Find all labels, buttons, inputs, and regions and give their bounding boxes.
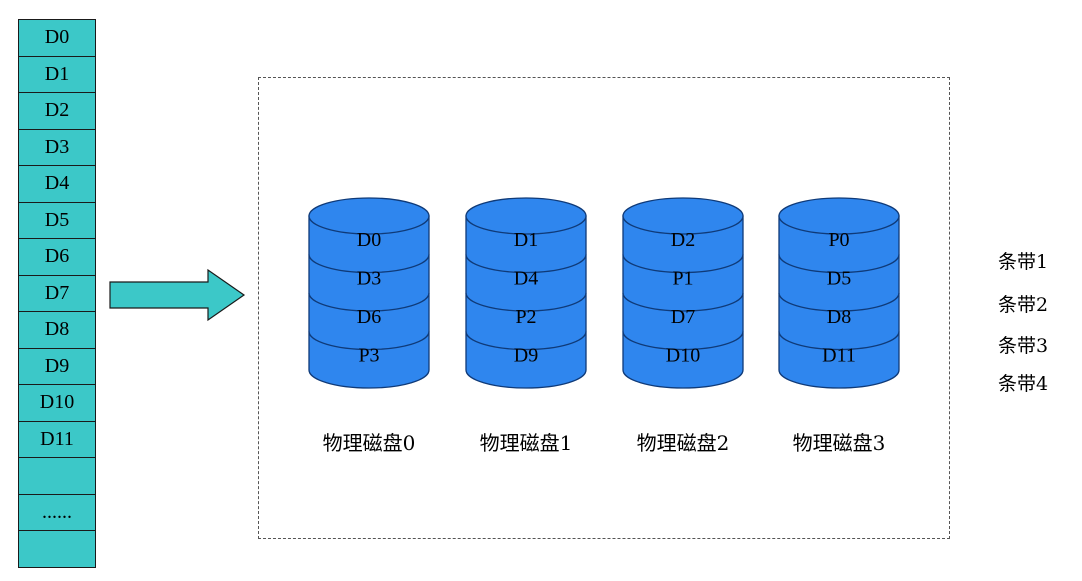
disk-segment-label: D10 bbox=[666, 344, 700, 366]
disk-segment-divider bbox=[622, 254, 744, 274]
disk-segment-label: D2 bbox=[671, 229, 695, 251]
disk-segment-divider bbox=[622, 331, 744, 351]
disk-label: 物理磁盘2 bbox=[636, 431, 730, 455]
logical-block: D8 bbox=[18, 311, 96, 349]
stripe-label: 条带3 bbox=[998, 335, 1049, 357]
logical-block bbox=[18, 457, 96, 495]
logical-block: D4 bbox=[18, 165, 96, 203]
disk-segment-label: D4 bbox=[514, 267, 538, 289]
disk-segment-divider bbox=[465, 254, 587, 274]
disk-segment-divider bbox=[778, 254, 900, 274]
disk-top bbox=[622, 197, 744, 235]
logical-block: D0 bbox=[18, 19, 96, 57]
stripe-label: 条带2 bbox=[998, 294, 1049, 316]
logical-block: D7 bbox=[18, 274, 96, 312]
disk-segment-label: D11 bbox=[822, 344, 856, 366]
disk-segment-label: P3 bbox=[358, 344, 379, 366]
logical-block bbox=[18, 530, 96, 568]
disk-top bbox=[465, 197, 587, 235]
disk-label: 物理磁盘3 bbox=[792, 431, 886, 455]
logical-block: D5 bbox=[18, 201, 96, 239]
logical-block: D10 bbox=[18, 384, 96, 422]
disk-top bbox=[308, 197, 430, 235]
disk-segment-label: P2 bbox=[515, 306, 536, 328]
disk-segment-label: D9 bbox=[514, 344, 538, 366]
logical-block: D2 bbox=[18, 92, 96, 130]
disk-segment-divider bbox=[465, 331, 587, 351]
disk-label: 物理磁盘1 bbox=[479, 431, 573, 455]
disk-segment-label: D8 bbox=[827, 306, 851, 328]
logical-block: ...... bbox=[18, 493, 96, 531]
right-arrow-icon bbox=[109, 268, 246, 322]
disk-segment-divider bbox=[778, 331, 900, 351]
disk-segment-label: P1 bbox=[672, 267, 693, 289]
disk-top bbox=[778, 197, 900, 235]
disk-label: 物理磁盘0 bbox=[322, 431, 416, 455]
disk-segment-divider bbox=[308, 292, 430, 312]
disk-segment-divider bbox=[465, 292, 587, 312]
logical-block: D9 bbox=[18, 347, 96, 385]
logical-block: D11 bbox=[18, 420, 96, 458]
disk-segment-label: D5 bbox=[827, 267, 851, 289]
disk-segment-divider bbox=[622, 292, 744, 312]
disk-segment-divider bbox=[308, 331, 430, 351]
disk-segment-label: D1 bbox=[514, 229, 538, 251]
stripe-label: 条带1 bbox=[998, 251, 1049, 273]
disk-segment-label: P0 bbox=[828, 229, 849, 251]
disk-segment-label: D7 bbox=[671, 306, 695, 328]
stripe-label: 条带4 bbox=[998, 373, 1049, 395]
disk-segment-divider bbox=[778, 292, 900, 312]
logical-block: D6 bbox=[18, 238, 96, 276]
disk-segment-divider bbox=[308, 254, 430, 274]
disk-segment-label: D0 bbox=[357, 229, 381, 251]
disk-segment-label: D3 bbox=[357, 267, 381, 289]
disk-array-frame bbox=[258, 77, 950, 539]
disk-segment-label: D6 bbox=[357, 306, 381, 328]
